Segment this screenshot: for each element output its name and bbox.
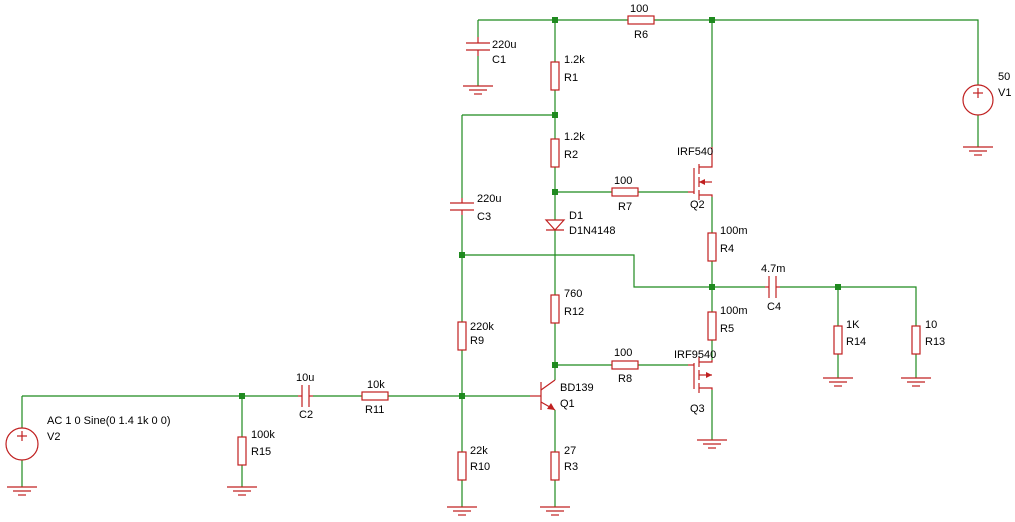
resistor-r5[interactable]: 100m R5 <box>707 305 748 341</box>
r10-value: 22k <box>470 445 488 457</box>
r15-ref: R15 <box>251 446 271 458</box>
r6-value: 100 <box>630 3 648 15</box>
c4-value: 4.7m <box>761 263 785 275</box>
mosfet-q2[interactable]: IRF540 Q2 <box>677 146 713 211</box>
c3-ref: C3 <box>477 211 491 223</box>
d1-ref: D1 <box>569 210 583 222</box>
r3-value: 27 <box>564 445 576 457</box>
q3-ref: Q3 <box>690 403 705 415</box>
v2-value: AC 1 0 Sine(0 1.4 1k 0 0) <box>47 415 171 427</box>
r2-value: 1.2k <box>564 131 585 143</box>
resistor-r4[interactable]: 100m R4 <box>707 225 748 262</box>
wires <box>21 19 979 507</box>
r13-ref: R13 <box>925 336 945 348</box>
ground-icon <box>963 146 993 156</box>
r13-value: 10 <box>925 319 937 331</box>
r7-value: 100 <box>614 175 632 187</box>
voltage-source-v2[interactable]: AC 1 0 Sine(0 1.4 1k 0 0) V2 <box>5 415 171 461</box>
v1-ref: V1 <box>998 87 1011 99</box>
capacitor-c3[interactable]: 220u C3 <box>450 193 501 223</box>
q1-ref: Q1 <box>560 398 575 410</box>
resistor-r10[interactable]: 22k R10 <box>457 445 490 481</box>
resistor-r3[interactable]: 27 R3 <box>550 445 578 481</box>
resistor-r7[interactable]: 100 R7 <box>611 175 639 213</box>
r3-ref: R3 <box>564 461 578 473</box>
r8-ref: R8 <box>618 373 632 385</box>
bjt-q1[interactable]: BD139 Q1 <box>530 379 594 411</box>
r5-ref: R5 <box>720 323 734 335</box>
q2-value: IRF540 <box>677 146 713 158</box>
resistor-r1[interactable]: 1.2k R1 <box>550 54 585 91</box>
resistor-r14[interactable]: 1K R14 <box>833 319 866 355</box>
resistor-r13[interactable]: 10 R13 <box>911 319 945 355</box>
resistor-r2[interactable]: 1.2k R2 <box>550 131 585 168</box>
r4-value: 100m <box>720 225 748 237</box>
ground-symbols <box>7 85 993 516</box>
r11-ref: R11 <box>365 404 384 416</box>
c2-ref: C2 <box>299 409 313 421</box>
diode-d1[interactable]: D1 D1N4148 <box>544 210 615 237</box>
capacitor-c4[interactable]: 4.7m C4 <box>761 263 785 313</box>
r12-value: 760 <box>564 288 582 300</box>
r9-value: 220k <box>470 321 494 333</box>
q2-ref: Q2 <box>690 199 705 211</box>
junction-node <box>459 252 465 258</box>
d1-value: D1N4148 <box>569 225 615 237</box>
c4-ref: C4 <box>767 301 781 313</box>
r1-ref: R1 <box>564 72 578 84</box>
mosfet-q3[interactable]: IRF9540 Q3 <box>674 349 716 415</box>
r7-ref: R7 <box>618 201 632 213</box>
r2-ref: R2 <box>564 149 578 161</box>
r10-ref: R10 <box>470 461 490 473</box>
ground-icon <box>227 486 257 496</box>
r8-value: 100 <box>614 347 632 359</box>
junction-node <box>552 112 558 118</box>
r11-value: 10k <box>367 379 385 391</box>
ground-icon <box>463 85 493 95</box>
v1-value: 50 <box>998 71 1010 83</box>
r12-ref: R12 <box>564 306 584 318</box>
junction-node <box>459 393 465 399</box>
ground-icon <box>447 506 477 516</box>
junction-node <box>552 362 558 368</box>
r9-ref: R9 <box>470 335 484 347</box>
resistor-r6[interactable]: 100 R6 <box>627 3 655 41</box>
junction-nodes <box>239 17 841 399</box>
r14-ref: R14 <box>846 336 866 348</box>
c3-value: 220u <box>477 193 501 205</box>
r14-value: 1K <box>846 319 860 331</box>
junction-node <box>835 284 841 290</box>
c2-value: 10u <box>296 372 314 384</box>
resistor-r8[interactable]: 100 R8 <box>611 347 639 385</box>
resistor-r15[interactable]: 100k R15 <box>237 429 275 466</box>
junction-node <box>239 393 245 399</box>
r5-value: 100m <box>720 305 748 317</box>
resistor-r11[interactable]: 10k R11 <box>361 379 389 416</box>
r15-value: 100k <box>251 429 275 441</box>
ground-icon <box>823 377 853 387</box>
resistor-r9[interactable]: 220k R9 <box>457 321 494 351</box>
resistor-r12[interactable]: 760 R12 <box>550 288 584 324</box>
voltage-source-v1[interactable]: 50 V1 <box>962 71 1011 116</box>
r1-value: 1.2k <box>564 54 585 66</box>
q1-value: BD139 <box>560 382 594 394</box>
q3-value: IRF9540 <box>674 349 716 361</box>
junction-node <box>552 17 558 23</box>
junction-node <box>709 284 715 290</box>
junction-node <box>709 17 715 23</box>
r4-ref: R4 <box>720 243 734 255</box>
c1-ref: C1 <box>492 54 506 66</box>
junction-node <box>552 189 558 195</box>
ground-icon <box>697 439 727 449</box>
ground-icon <box>7 486 37 496</box>
c1-value: 220u <box>492 39 516 51</box>
v2-ref: V2 <box>47 431 60 443</box>
capacitor-c1[interactable]: 220u C1 <box>466 37 516 66</box>
ground-icon <box>540 506 570 516</box>
r6-ref: R6 <box>634 29 648 41</box>
ground-icon <box>901 377 931 387</box>
capacitor-c2[interactable]: 10u C2 <box>296 372 314 421</box>
